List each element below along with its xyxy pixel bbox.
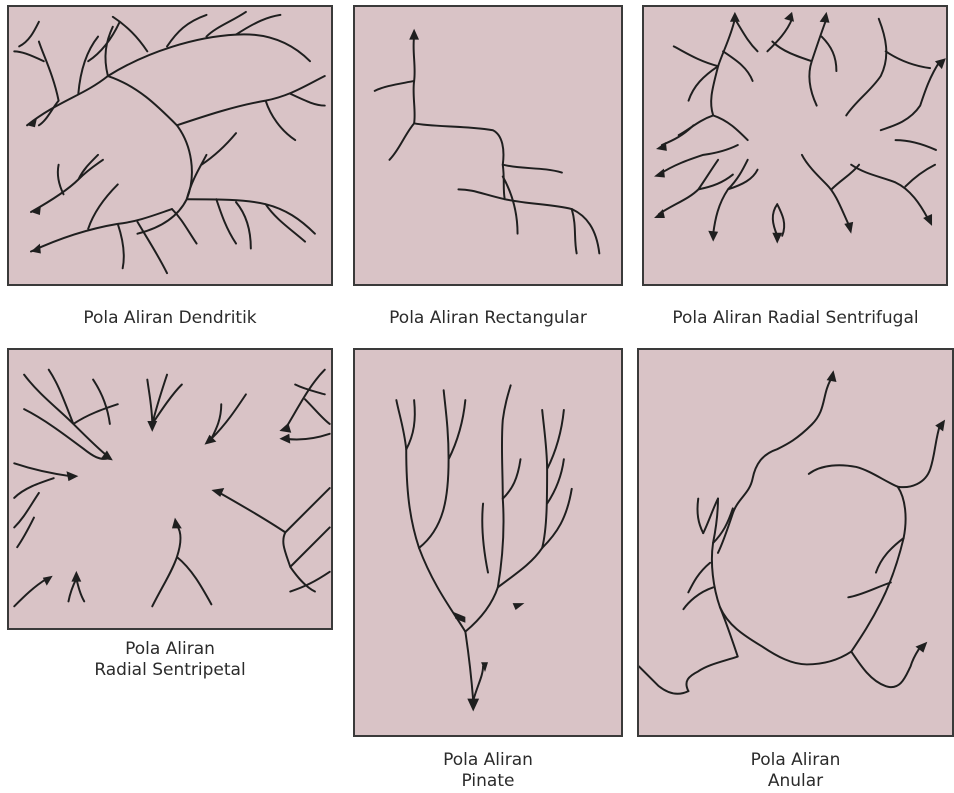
diagram-panel-pinate	[353, 348, 623, 737]
pinnate-drainage-drawing	[355, 350, 621, 735]
diagram-panel-anular	[637, 348, 954, 737]
caption-rectangular: Pola Aliran Rectangular	[353, 308, 623, 329]
rectangular-drainage-drawing	[355, 7, 621, 284]
caption-dendritik: Pola Aliran Dendritik	[7, 308, 333, 329]
caption-radial-sentripetal-line-2: Radial Sentripetal	[7, 660, 333, 681]
caption-pinate-line-2: Pinate	[353, 771, 623, 792]
caption-radial-sentripetal-line-1: Pola Aliran	[7, 639, 333, 660]
caption-anular: Pola Aliran Anular	[637, 750, 954, 792]
radial-centrifugal-drainage-drawing	[644, 7, 946, 284]
caption-radial-sentrifugal-line-1: Pola Aliran Radial Sentrifugal	[637, 308, 954, 329]
caption-pinate-line-1: Pola Aliran	[353, 750, 623, 771]
radial-centripetal-drainage-drawing	[9, 350, 331, 628]
dendritic-drainage-drawing	[9, 7, 331, 284]
diagram-panel-rectangular	[353, 5, 623, 286]
caption-radial-sentripetal: Pola Aliran Radial Sentripetal	[7, 639, 333, 681]
annular-drainage-drawing	[639, 350, 952, 735]
diagram-panel-radial-sentripetal	[7, 348, 333, 630]
caption-dendritik-line-1: Pola Aliran Dendritik	[7, 308, 333, 329]
diagram-panel-dendritik	[7, 5, 333, 286]
caption-rectangular-line-1: Pola Aliran Rectangular	[353, 308, 623, 329]
diagram-panel-radial-sentrifugal	[642, 5, 948, 286]
caption-radial-sentrifugal: Pola Aliran Radial Sentrifugal	[637, 308, 954, 329]
caption-anular-line-1: Pola Aliran	[637, 750, 954, 771]
caption-pinate: Pola Aliran Pinate	[353, 750, 623, 792]
caption-anular-line-2: Anular	[637, 771, 954, 792]
